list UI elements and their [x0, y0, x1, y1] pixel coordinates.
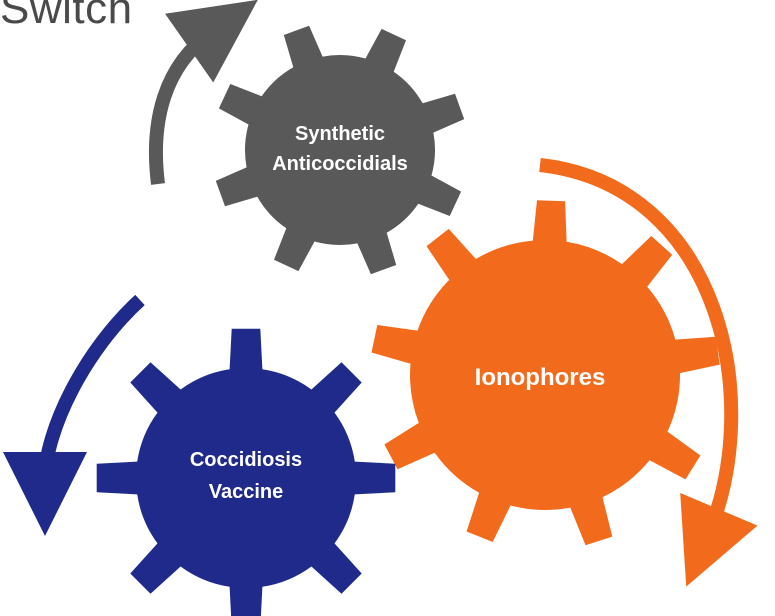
- vaccine-cycle-arrow: [3, 294, 145, 536]
- ionophores-gear-label: Ionophores: [475, 364, 606, 391]
- coccidiosis-vaccine-gear: Coccidiosis Vaccine: [96, 328, 396, 616]
- ionophores-cycle-arrow: [539, 158, 758, 587]
- vaccine-gear-label-line2: Vaccine: [209, 481, 284, 503]
- vaccine-gear-label-line1: Coccidiosis: [190, 449, 302, 471]
- slide-title: Switch: [0, 0, 133, 33]
- synthetic-anticoccidials-gear: Synthetic Anticoccidials: [215, 25, 465, 275]
- ionophores-gear: Ionophores: [371, 200, 720, 546]
- synthetic-gear-label-line2: Anticoccidials: [272, 153, 408, 175]
- synthetic-gear-label-line1: Synthetic: [295, 123, 385, 145]
- synthetic-cycle-arrow: [149, 0, 258, 185]
